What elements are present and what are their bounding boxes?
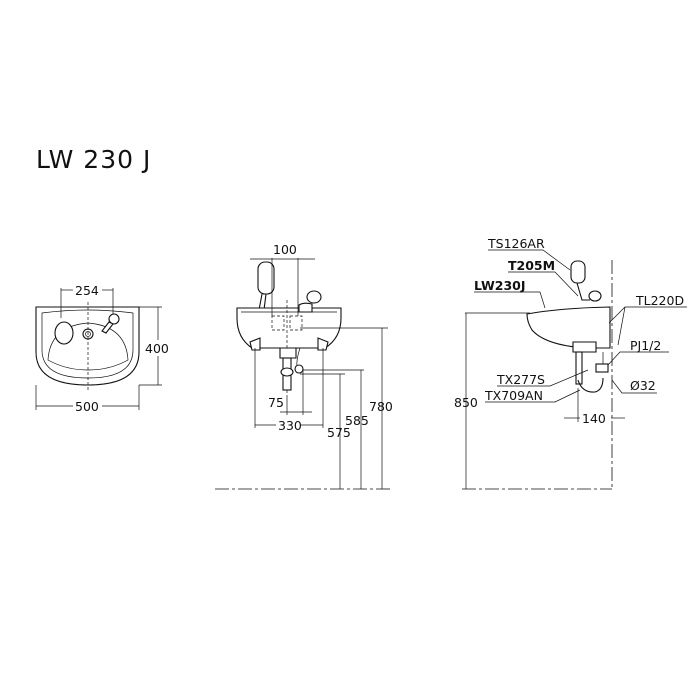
dim-width: 500 — [75, 399, 99, 414]
front-view: 100 75 330 575 585 780 — [215, 242, 393, 490]
part-label-tx277s: TX277S — [496, 372, 545, 387]
part-label-tx709an: TX709AN — [484, 388, 543, 403]
dim-height-850: 850 — [454, 395, 478, 410]
side-view: TS126AR T205M LW230J TL220D PJ1/2 TX277S… — [454, 236, 687, 490]
top-view: 254 400 500 — [35, 283, 169, 414]
dim-depth: 400 — [145, 341, 169, 356]
dim-bracket-spacing: 100 — [273, 242, 297, 257]
dim-mount-spacing: 330 — [278, 418, 302, 433]
dim-drain-offset: 75 — [268, 395, 284, 410]
part-label-t205m: T205M — [508, 258, 555, 273]
part-label-tl220d: TL220D — [635, 293, 684, 308]
dim-height-575: 575 — [327, 425, 351, 440]
dim-tap-spacing: 254 — [75, 283, 99, 298]
part-label-pj12: PJ1/2 — [630, 338, 661, 353]
part-label-lw230j: LW230J — [474, 278, 526, 293]
part-label-diameter-32: Ø32 — [630, 378, 656, 393]
part-label-ts126ar: TS126AR — [487, 236, 545, 251]
dim-height-780: 780 — [369, 399, 393, 414]
dim-height-585: 585 — [345, 413, 369, 428]
model-title: LW 230 J — [36, 145, 152, 174]
dim-projection: 140 — [582, 411, 606, 426]
